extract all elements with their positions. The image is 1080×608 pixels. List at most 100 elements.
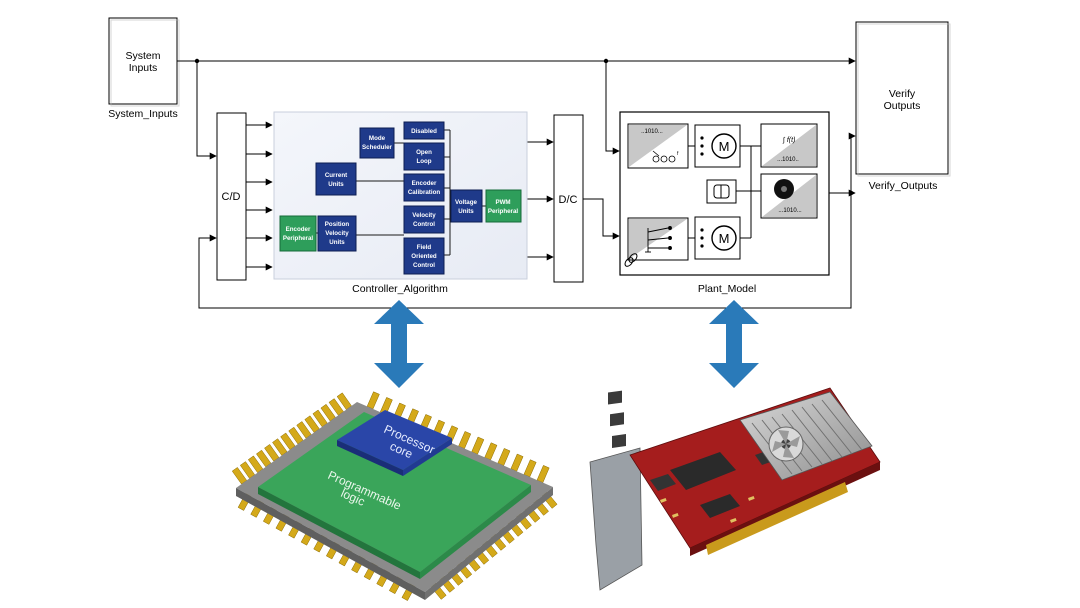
dc-label: D/C bbox=[559, 194, 578, 206]
chip-pin bbox=[471, 436, 485, 455]
soc-chip-illustration: Processor core Programmable logic bbox=[231, 391, 558, 601]
encoder-peripheral-l1: Encoder bbox=[286, 226, 311, 233]
foc-l1: Field bbox=[417, 244, 432, 251]
cd-label: C/D bbox=[222, 191, 241, 203]
link-icon bbox=[624, 253, 638, 267]
current-units-block[interactable]: Current Units bbox=[315, 162, 357, 196]
port-dot bbox=[700, 152, 704, 156]
port-dot bbox=[700, 136, 704, 140]
motor-icon bbox=[711, 225, 737, 251]
voltage-units-l1: Voltage bbox=[455, 199, 477, 206]
chip-pin bbox=[536, 465, 550, 483]
port-dot bbox=[700, 144, 704, 148]
velocity-control-l1: Velocity bbox=[412, 212, 436, 219]
plant-model-caption: Plant_Model bbox=[698, 283, 756, 295]
fpga-board-photo bbox=[589, 387, 881, 591]
chip-pin bbox=[320, 403, 336, 422]
junction-dot bbox=[848, 190, 854, 196]
motor-block-a[interactable]: M bbox=[694, 124, 741, 168]
system-inputs-block[interactable]: System Inputs bbox=[108, 17, 180, 107]
chip-pin bbox=[247, 455, 264, 474]
chip-pin bbox=[239, 461, 256, 479]
field-oriented-control-block[interactable]: Field Oriented Control bbox=[403, 237, 445, 275]
signal-lines bbox=[177, 57, 856, 309]
mode-scheduler-block[interactable]: Mode Scheduler bbox=[359, 127, 395, 159]
double-arrow-left-icon bbox=[374, 300, 424, 388]
velocity-control-block[interactable]: Velocity Control bbox=[403, 205, 445, 234]
encoder-peripheral-block[interactable]: Encoder Peripheral bbox=[279, 215, 317, 252]
motor-symbol-b: M bbox=[719, 231, 730, 246]
chip-pin bbox=[272, 438, 288, 456]
motor-icon bbox=[711, 133, 737, 159]
mode-scheduler-l1: Mode bbox=[369, 135, 386, 142]
pwm-peripheral-l2: Peripheral bbox=[488, 208, 519, 215]
dc-block[interactable]: D/C bbox=[553, 114, 584, 283]
chip-pin bbox=[484, 442, 498, 461]
mode-scheduler-l2: Scheduler bbox=[362, 144, 393, 151]
encoder-calibration-l1: Encoder bbox=[412, 180, 437, 187]
plant-integrator: ∫ f(t) bbox=[782, 137, 795, 144]
encoder-calibration-block[interactable]: Encoder Calibration bbox=[403, 173, 445, 202]
chip-pin bbox=[497, 448, 511, 466]
junction-dot bbox=[194, 58, 200, 64]
junction-dot bbox=[603, 58, 609, 64]
chip-pin bbox=[510, 453, 524, 472]
chip-pin bbox=[296, 421, 312, 439]
foc-l2: Oriented bbox=[411, 253, 437, 260]
chip-pin bbox=[312, 409, 328, 428]
encoder-wheel-block[interactable] bbox=[706, 179, 737, 204]
plant-bits-a: ..1010... bbox=[641, 129, 663, 135]
foc-l3: Control bbox=[413, 262, 435, 269]
plant-sensor-block-a[interactable]: ..1010... f bbox=[627, 123, 689, 169]
port-dot bbox=[700, 228, 704, 232]
chip-pin bbox=[523, 459, 537, 478]
open-loop-l1: Open bbox=[416, 149, 432, 156]
cd-block[interactable]: C/D bbox=[216, 112, 247, 281]
port-dot bbox=[700, 236, 704, 240]
current-units-l1: Current bbox=[325, 172, 347, 179]
chip-pin bbox=[264, 444, 280, 462]
encoder-calibration-l2: Calibration bbox=[408, 189, 441, 196]
current-units-l2: Units bbox=[328, 181, 344, 188]
chip-pin bbox=[458, 431, 472, 449]
motor-block-b[interactable]: M bbox=[694, 216, 741, 260]
controller-caption: Controller_Algorithm bbox=[352, 283, 448, 295]
velocity-control-l2: Control bbox=[413, 221, 435, 228]
chip-pin bbox=[366, 391, 380, 410]
controller-algorithm-block[interactable]: Mode Scheduler Disabled Open Loop Encode… bbox=[273, 111, 528, 280]
pwm-peripheral-l1: PWM bbox=[495, 199, 510, 206]
voltage-units-block[interactable]: Voltage Units bbox=[450, 189, 483, 223]
system-inputs-title-1: System bbox=[125, 50, 160, 62]
chip-pin bbox=[288, 426, 304, 445]
disabled-l1: Disabled bbox=[411, 128, 437, 135]
plant-bits-c: ...1010... bbox=[778, 208, 802, 214]
chip-pin bbox=[336, 392, 352, 410]
plant-switch-block[interactable] bbox=[623, 217, 689, 268]
plant-bits-b: ...1010.. bbox=[777, 157, 799, 163]
pos-vel-units-l3: Units bbox=[329, 239, 345, 246]
controller-internal-wires bbox=[316, 129, 486, 256]
verify-outputs-caption: Verify_Outputs bbox=[869, 180, 938, 192]
system-inputs-caption: System_Inputs bbox=[108, 108, 177, 120]
verify-outputs-block[interactable]: Verify Outputs bbox=[855, 21, 951, 177]
plant-sensor-block-b[interactable]: ∫ f(t) ...1010.. bbox=[760, 123, 818, 168]
voltage-units-l2: Units bbox=[458, 208, 474, 215]
verify-outputs-title-1: Verify bbox=[889, 88, 916, 100]
heatsink-fins bbox=[751, 399, 863, 475]
double-arrow-right-icon bbox=[709, 300, 759, 388]
plant-model-block[interactable]: ..1010... f M ∫ f(t) ...1010.. bbox=[619, 111, 830, 276]
switch-icon bbox=[645, 226, 672, 253]
system-inputs-title-2: Inputs bbox=[129, 62, 158, 74]
pos-vel-units-l2: Velocity bbox=[325, 230, 349, 237]
plant-sensor-block-c[interactable]: ...1010... bbox=[760, 173, 818, 219]
plant-internal-wires bbox=[688, 145, 761, 239]
plant-integrator-mark: f bbox=[677, 151, 679, 157]
position-velocity-units-block[interactable]: Position Velocity Units bbox=[317, 215, 357, 252]
gear-train-icon bbox=[652, 150, 676, 163]
pos-vel-units-l1: Position bbox=[325, 221, 350, 228]
open-loop-l2: Loop bbox=[416, 158, 431, 165]
open-loop-block[interactable]: Open Loop bbox=[403, 142, 445, 171]
disabled-block[interactable]: Disabled bbox=[403, 121, 445, 140]
pwm-peripheral-block[interactable]: PWM Peripheral bbox=[485, 189, 522, 223]
